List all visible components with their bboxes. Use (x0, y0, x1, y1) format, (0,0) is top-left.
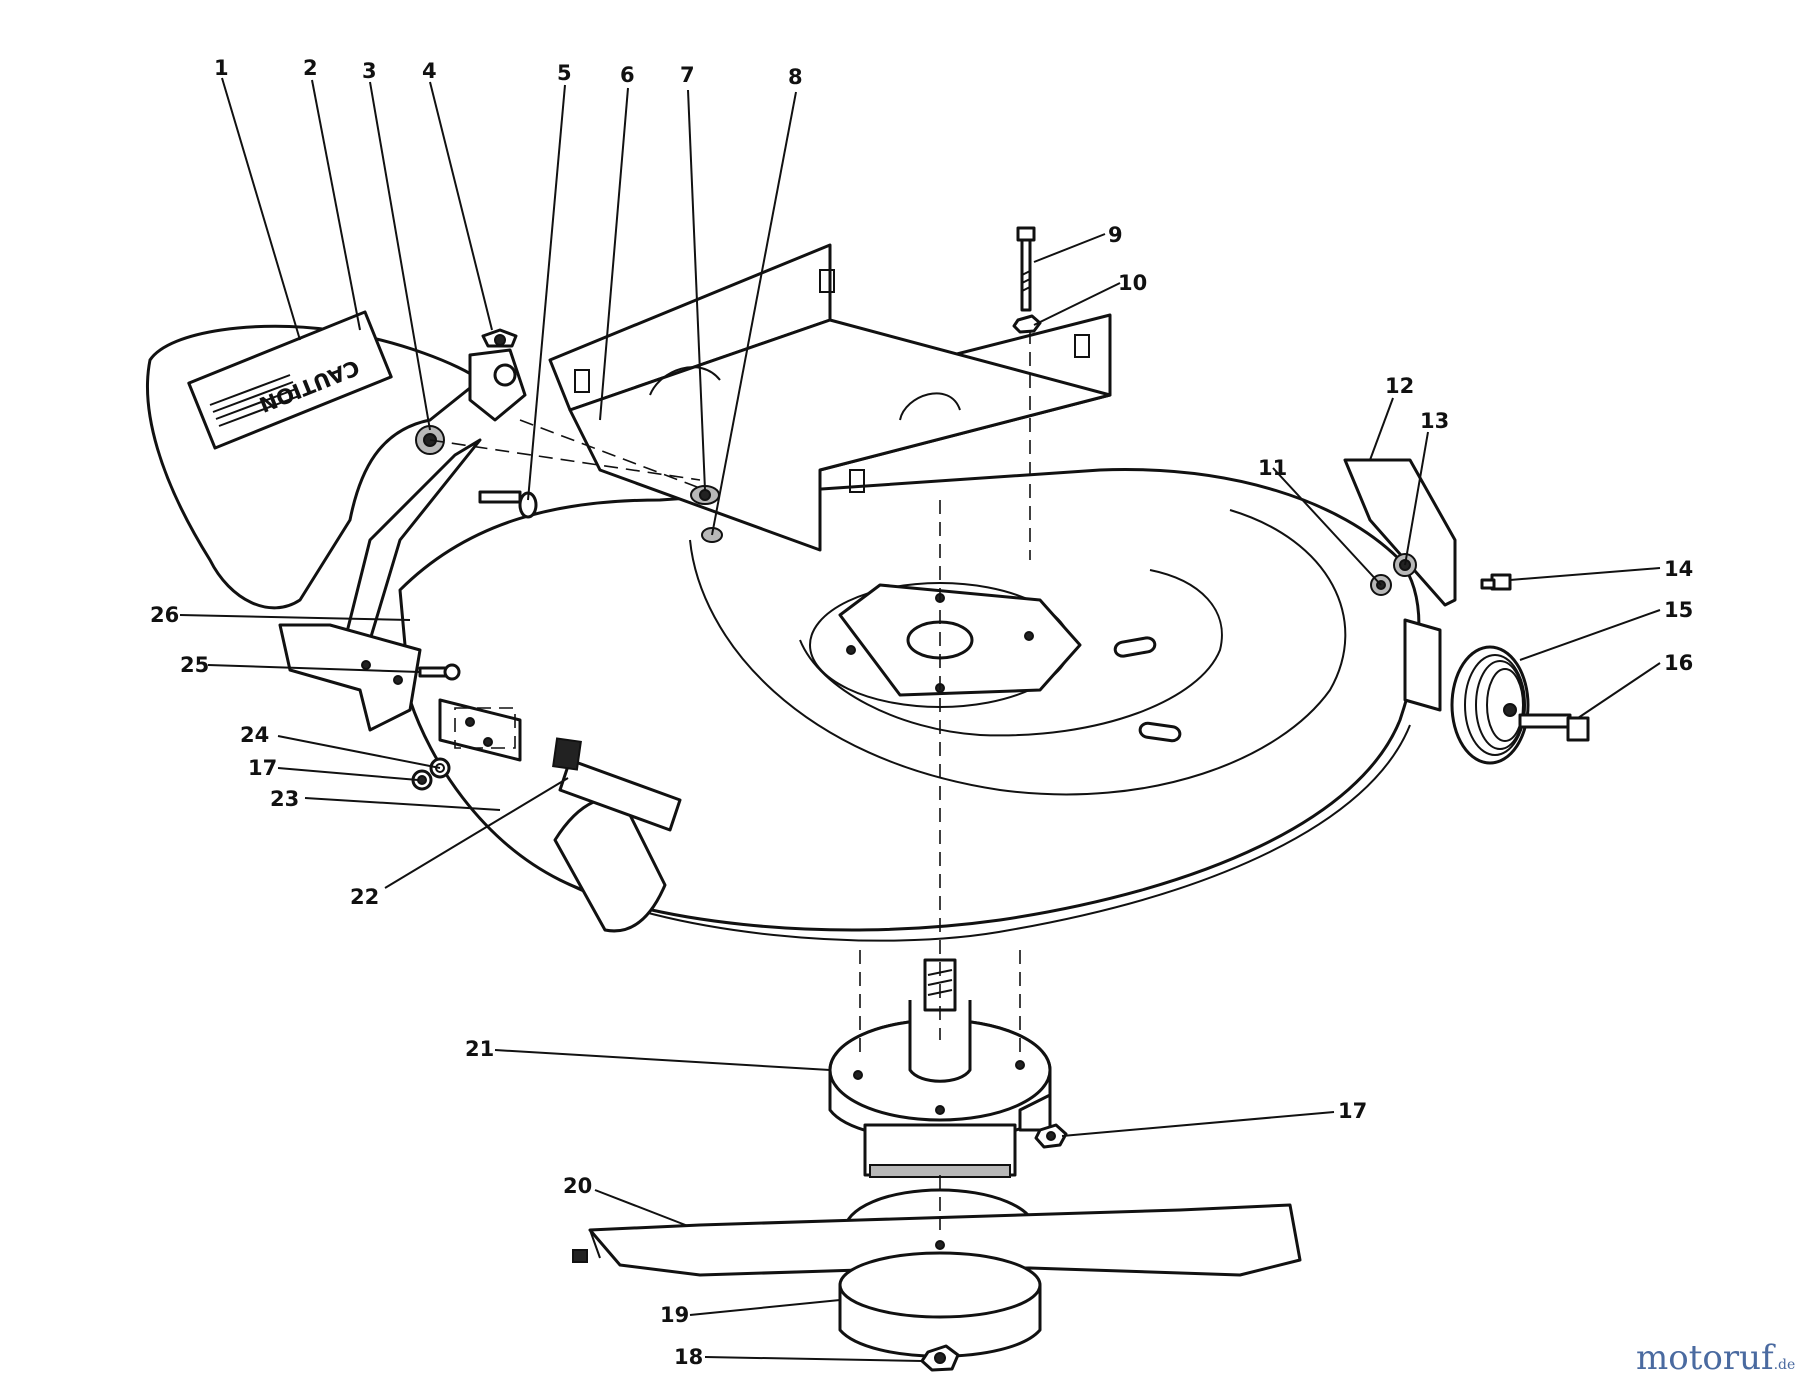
callout-4: 4 (422, 59, 437, 83)
locknut-right (1034, 1123, 1068, 1149)
callout-22: 22 (350, 885, 379, 909)
callout-16: 16 (1664, 651, 1693, 675)
callout-21: 21 (465, 1037, 494, 1061)
callout-numbers: 1 2 3 4 5 6 7 8 9 10 11 12 13 14 15 16 1… (150, 56, 1693, 1369)
callout-3: 3 (362, 59, 377, 83)
carriage-bolt (418, 663, 461, 681)
watermark-brand: motoruf (1636, 1338, 1774, 1378)
mower-deck (398, 468, 1421, 942)
callout-2: 2 (303, 56, 318, 80)
discharge-chute: CAUTION (146, 310, 527, 610)
callout-9: 9 (1108, 223, 1123, 247)
front-skid-flap (552, 737, 682, 933)
hex-bolt (1016, 226, 1036, 312)
wheel (1450, 645, 1530, 765)
callout-11: 11 (1258, 456, 1287, 480)
wing-nut (481, 328, 518, 348)
callout-10: 10 (1118, 271, 1147, 295)
callout-17-spindle: 17 (1338, 1099, 1367, 1123)
alignment-lines (429, 330, 1031, 1230)
shoulder-bolt (1480, 573, 1512, 591)
spindle-assembly (828, 958, 1052, 1178)
callout-25: 25 (180, 653, 209, 677)
callout-13: 13 (1420, 409, 1449, 433)
callout-1: 1 (214, 56, 229, 80)
wheel-bolt (1518, 713, 1590, 742)
callout-23: 23 (270, 787, 299, 811)
leader-lines (179, 77, 1661, 1362)
callout-14: 14 (1664, 557, 1693, 581)
callout-7: 7 (680, 63, 695, 87)
callout-8: 8 (788, 65, 803, 89)
callout-15: 15 (1664, 598, 1693, 622)
callout-18: 18 (674, 1345, 703, 1369)
watermark-tld: .de (1773, 1357, 1796, 1373)
callout-24: 24 (240, 723, 269, 747)
callout-5: 5 (557, 61, 572, 85)
blade-adapter (838, 1251, 1042, 1358)
callout-20: 20 (563, 1174, 592, 1198)
callout-6: 6 (620, 63, 635, 87)
watermark-logo: motoruf.de (1636, 1338, 1795, 1378)
side-plates (278, 623, 522, 762)
callout-26: 26 (150, 603, 179, 627)
hex-nut (1012, 314, 1042, 334)
callout-12: 12 (1385, 374, 1414, 398)
callout-19: 19 (660, 1303, 689, 1327)
callout-17-flap: 17 (248, 756, 277, 780)
